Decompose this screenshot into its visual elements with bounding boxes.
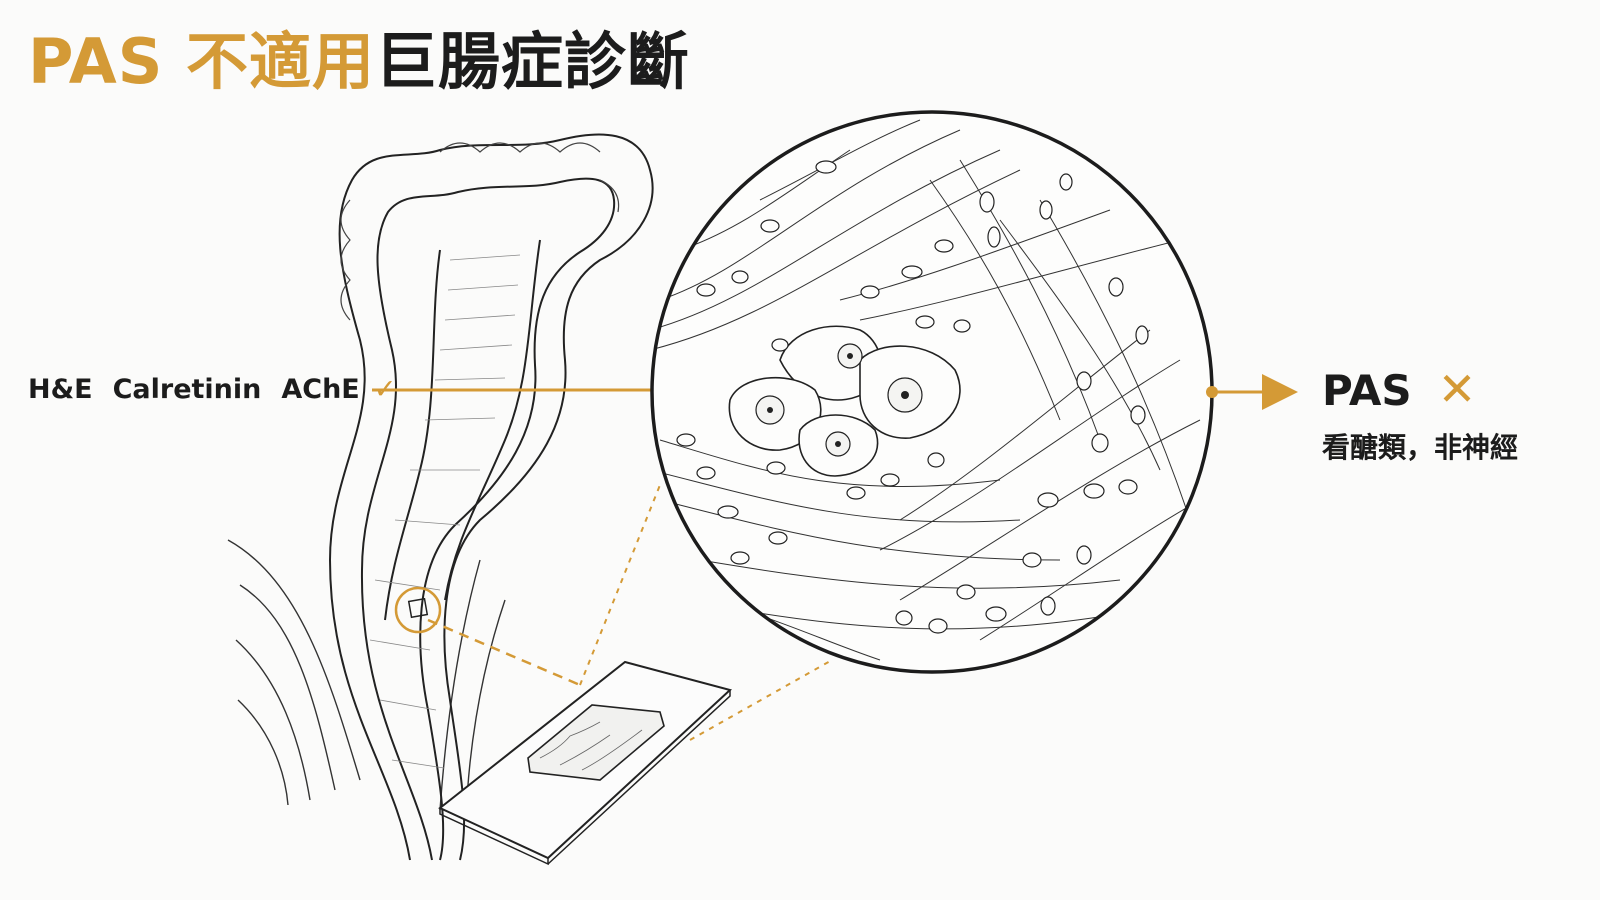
check-icon: ✓ (373, 374, 397, 405)
title-accent: PAS 不適用 (28, 25, 375, 98)
cross-icon: ✕ (1437, 362, 1477, 416)
stain-calretinin: Calretinin (112, 374, 262, 405)
ganglion-nucleoli (767, 353, 909, 447)
tissue-section (527, 704, 665, 781)
microscope-slide (438, 660, 733, 866)
page-title: PAS 不適用巨腸症診斷 (28, 22, 690, 102)
biopsy-to-slide-connector (427, 618, 581, 687)
pelvic-folds (227, 539, 506, 821)
ganglion-cells (728, 325, 961, 477)
stain-ache: AChE (281, 374, 360, 405)
pas-block: PAS ✕ 看醣類，非神經 (1322, 362, 1518, 466)
colon-haustra (340, 142, 620, 321)
stain-labels: H&E Calretinin AChE ✓ (28, 372, 416, 408)
magnified-histology (652, 112, 1212, 672)
colon-texture (369, 254, 521, 769)
stain-he: H&E (28, 374, 93, 405)
pas-note: 看醣類，非神經 (1322, 431, 1519, 464)
biopsy-site-square (407, 597, 429, 619)
biopsy-site-marker (394, 586, 442, 634)
slide-to-circle-connector-top (579, 484, 661, 686)
pas-label: PAS (1322, 366, 1412, 415)
spindle-nuclei (676, 160, 1149, 634)
slide-to-circle-connector-bottom (689, 659, 833, 741)
pas-label-row: PAS ✕ (1322, 362, 1518, 418)
title-rest: 巨腸症診斷 (374, 25, 690, 98)
